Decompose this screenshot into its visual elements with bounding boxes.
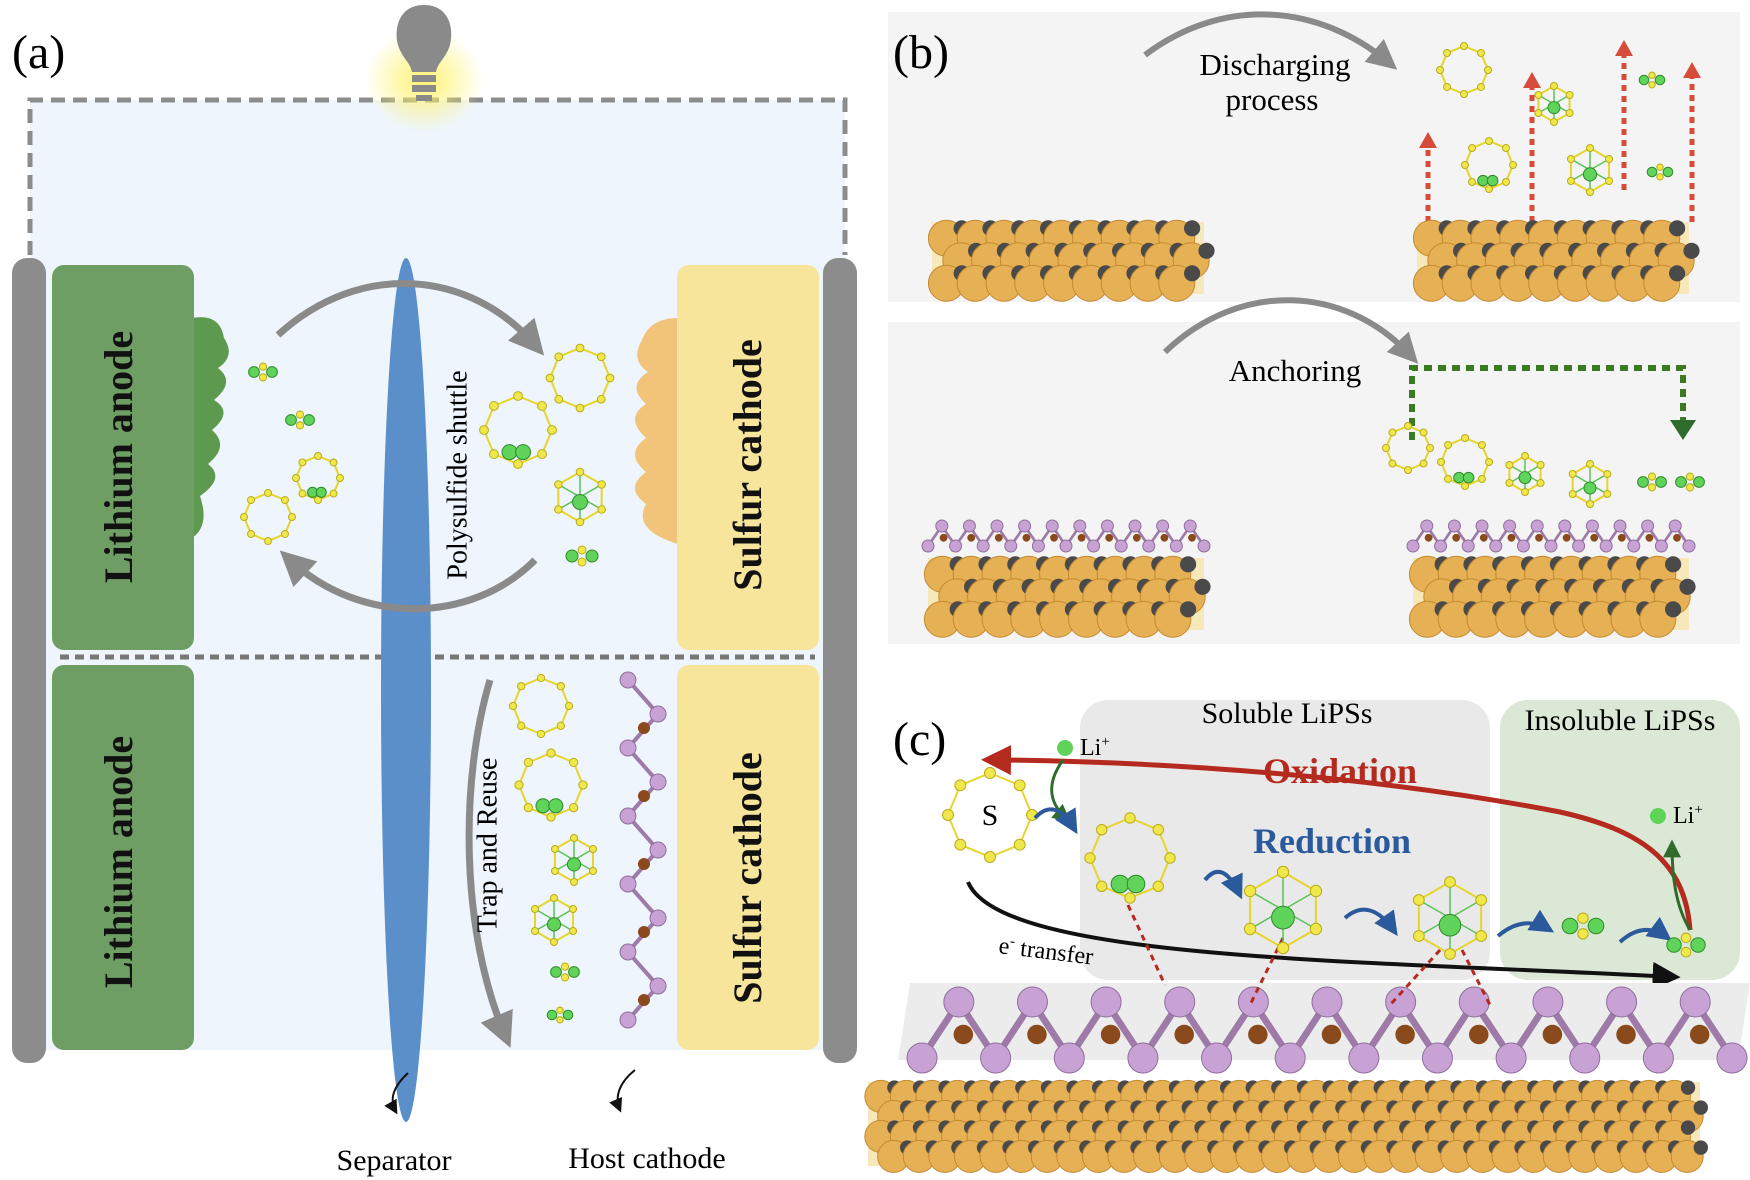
top-sulfur-cathode: Sulfur cathode <box>635 265 819 650</box>
bottom-lithium-anode: Lithium anode <box>52 665 194 1050</box>
oxidation-arrow <box>981 745 1693 931</box>
li2s6-trap <box>550 834 598 886</box>
substrate-atoms <box>923 555 1211 638</box>
electron-transfer-arrow <box>966 881 1681 990</box>
s8-ring-c <box>942 767 1038 863</box>
panel-b-molecules <box>1382 42 1705 508</box>
li2s4-b-anchored <box>1568 460 1612 508</box>
substrate-atoms <box>927 219 1215 302</box>
li2s6-b-anchored <box>1505 452 1545 496</box>
panel-c-host-layer <box>906 986 1748 1074</box>
s8-left <box>240 489 296 545</box>
li2s2-b-anchored <box>1637 472 1667 492</box>
li2s4-b <box>1566 144 1614 196</box>
bottom-sulfur-cathode: Sulfur cathode <box>677 665 819 1050</box>
separator-label: Separator <box>337 1144 452 1177</box>
li-ion-right-icon <box>1650 808 1666 824</box>
s8-b-anchored <box>1382 422 1434 474</box>
anchoring-arrowhead <box>1670 420 1696 440</box>
substrate-atoms <box>1408 555 1696 638</box>
li2s8-right <box>479 391 557 469</box>
s8-molecule: S <box>942 767 1038 863</box>
insoluble-label: Insoluble LiPSs <box>1525 704 1716 737</box>
host-cathode-pointer <box>609 1069 636 1113</box>
li-ion-right: Li+ <box>1673 802 1703 829</box>
li2s4-trap <box>530 894 578 946</box>
sulfur-symbol: S <box>982 799 999 832</box>
li2s6-b <box>1534 82 1574 126</box>
reduction-step-arrows <box>1033 807 1672 944</box>
li2s2-c <box>1561 912 1605 940</box>
bottom-anode-label: Lithium anode <box>96 736 141 988</box>
panel-c-substrate <box>864 1079 1709 1173</box>
host-layer-b-left <box>921 519 1211 553</box>
li2s8-c <box>1084 812 1176 904</box>
top-lithium-anode: Lithium anode <box>52 265 229 650</box>
reduction-label: Reduction <box>1253 821 1411 861</box>
li2s-left-2 <box>285 410 315 430</box>
s8-b <box>1436 42 1492 98</box>
discharge-label-1: Discharging <box>1200 47 1351 82</box>
li-ion-left-icon <box>1057 740 1073 756</box>
panel-b: (b) Discharging process Anchoring <box>888 11 1740 644</box>
li2s2-b <box>1638 71 1666 89</box>
panel-b-substrates <box>921 219 1700 638</box>
li2s2-trap <box>550 962 580 982</box>
panel-a-label: (a) <box>12 26 65 79</box>
panel-c: Soluble LiPSs Insoluble LiPSs (c) Oxidat… <box>864 697 1750 1173</box>
host-layer-c <box>906 986 1748 1074</box>
li2s-c <box>1666 932 1706 958</box>
insoluble-region <box>1500 700 1740 980</box>
oxidation-label: Oxidation <box>1263 751 1417 791</box>
panel-c-label: (c) <box>893 713 946 766</box>
light-bulb-icon <box>364 5 484 132</box>
shuttle-arrow-bottom <box>279 550 538 613</box>
host-layer-b-right <box>1406 519 1696 553</box>
panel-b-label: (b) <box>893 26 949 79</box>
li-ion-left: Li+ <box>1080 734 1110 761</box>
li2s8-b-anchored <box>1437 434 1493 490</box>
li2s4-c <box>1412 876 1488 960</box>
li2s-trap <box>546 1006 574 1024</box>
li2s8-b <box>1461 137 1517 193</box>
separator <box>381 258 431 1122</box>
right-current-collector <box>823 258 857 1063</box>
anchoring-arrow <box>1162 297 1419 364</box>
discharge-arrow <box>1143 11 1398 70</box>
top-cathode-label: Sulfur cathode <box>725 339 770 591</box>
discharge-label-2: process <box>1226 82 1319 117</box>
shuttle-label: Polysulfide shuttle <box>442 370 473 579</box>
li-ion-right-arrow <box>1663 839 1692 931</box>
separator-pointer <box>384 1072 409 1115</box>
bottom-cathode-label: Sulfur cathode <box>725 752 770 1004</box>
s8-trap <box>508 673 574 739</box>
li2s-left-1 <box>248 362 278 382</box>
li2s6-c <box>1243 865 1323 955</box>
host-cathode-label: Host cathode <box>568 1142 725 1175</box>
li2s-b <box>1646 163 1674 181</box>
anchoring-dotted-path <box>1409 365 1686 440</box>
li2s-right <box>565 545 599 567</box>
substrate-atoms <box>1412 219 1700 302</box>
panel-c-molecules <box>1084 812 1706 960</box>
shuttle-arrow-top <box>275 280 545 356</box>
trap-reuse-label: Trap and Reuse <box>472 758 503 933</box>
host-cathode-chain <box>619 671 667 1029</box>
soluble-label: Soluble LiPSs <box>1202 697 1373 730</box>
panel-a-polysulfide-molecules <box>240 343 615 1024</box>
li2s6-left <box>292 452 344 504</box>
top-anode-label: Lithium anode <box>96 331 141 583</box>
trap-reuse-arrow <box>465 678 513 1048</box>
anchoring-label: Anchoring <box>1229 353 1362 388</box>
li2s-b-anchored <box>1675 472 1705 492</box>
li2s8-trap <box>514 748 588 822</box>
s8-right <box>545 343 615 413</box>
panel-a: (a) Lithium anode Sulfur cathode <box>12 5 857 1177</box>
li2s4-right <box>554 467 606 527</box>
left-current-collector <box>12 258 46 1063</box>
substrate-atoms <box>864 1079 1709 1173</box>
escape-arrows <box>1419 40 1701 222</box>
